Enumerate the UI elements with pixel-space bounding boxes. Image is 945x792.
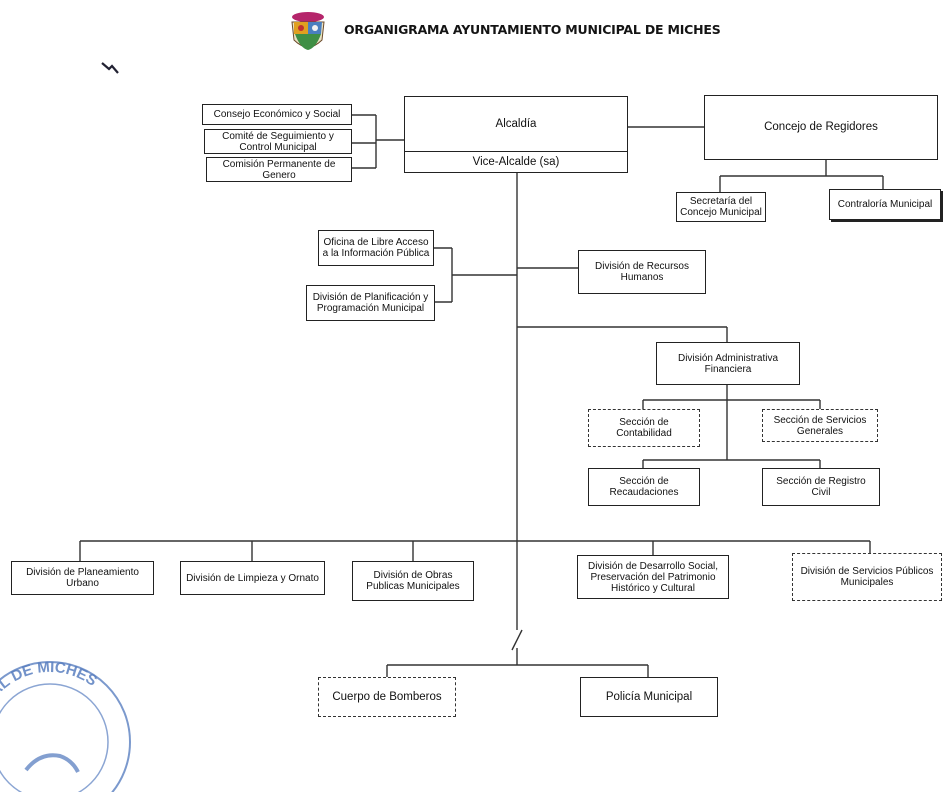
recursos-humanos-box: División de Recursos Humanos: [578, 250, 706, 294]
comite-seguimiento-box: Comité de Seguimiento y Control Municipa…: [204, 129, 352, 154]
connector-lines: [79, 114, 884, 677]
oficina-libre-acceso-box: Oficina de Libre Acceso a la Información…: [318, 230, 434, 266]
administrativa-financiera-box: División Administrativa Financiera: [656, 342, 800, 385]
seal-text: PAL DE MICHES: [0, 659, 100, 707]
alcaldia-box: Alcaldía: [404, 96, 628, 153]
vice-alcalde-box: Vice-Alcalde (sa): [404, 151, 628, 173]
municipal-logo-icon: [291, 12, 325, 50]
servicios-generales-box: Sección de Servicios Generales: [762, 409, 878, 442]
contabilidad-box: Sección de Contabilidad: [588, 409, 700, 447]
registro-civil-box: Sección de Registro Civil: [762, 468, 880, 506]
planeamiento-urbano-box: División de Planeamiento Urbano: [11, 561, 154, 595]
recaudaciones-box: Sección de Recaudaciones: [588, 468, 700, 506]
municipal-seal-stamp: PAL DE MICHES: [0, 659, 131, 792]
consejo-economico-box: Consejo Económico y Social: [202, 104, 352, 125]
policia-municipal-box: Policía Municipal: [580, 677, 718, 717]
concejo-regidores-box: Concejo de Regidores: [704, 95, 938, 160]
planificacion-box: División de Planificación y Programación…: [306, 285, 435, 321]
obras-publicas-box: División de Obras Publicas Municipales: [352, 561, 474, 601]
limpieza-ornato-box: División de Limpieza y Ornato: [180, 561, 325, 595]
ink-speck-icon: [101, 62, 119, 74]
servicios-publicos-box: División de Servicios Públicos Municipal…: [792, 553, 942, 601]
secretaria-concejo-box: Secretaría del Concejo Municipal: [676, 192, 766, 222]
page-title: ORGANIGRAMA AYUNTAMIENTO MUNICIPAL DE MI…: [344, 22, 721, 37]
cuerpo-bomberos-box: Cuerpo de Bomberos: [318, 677, 456, 717]
svg-text:PAL DE MICHES: PAL DE MICHES: [0, 659, 100, 707]
desarrollo-social-box: División de Desarrollo Social, Preservac…: [577, 555, 729, 599]
contraloria-box: Contraloría Municipal: [829, 189, 941, 220]
comision-genero-box: Comisión Permanente de Genero: [206, 157, 352, 182]
